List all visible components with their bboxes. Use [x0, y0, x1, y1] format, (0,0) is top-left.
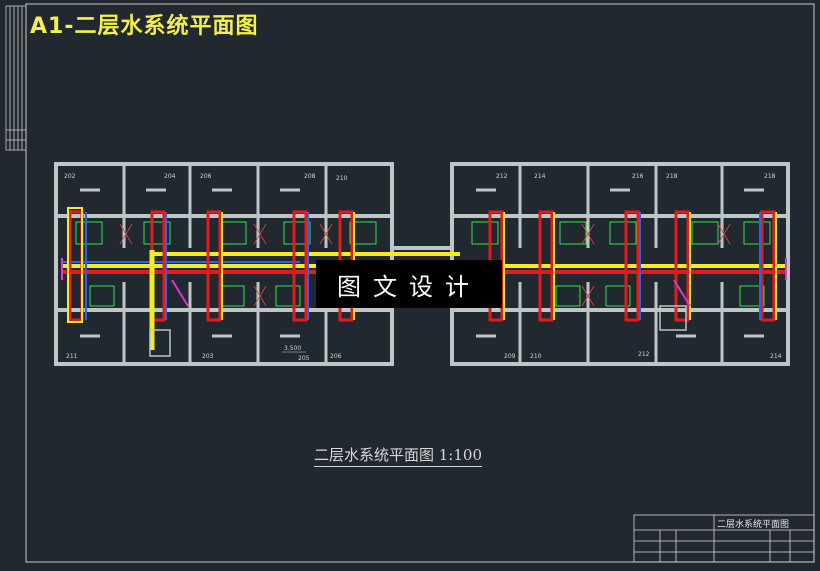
room-label: 202	[64, 173, 76, 180]
shaft-markers	[119, 223, 731, 307]
room-label: 216	[632, 173, 644, 180]
room-label: 218	[666, 173, 678, 180]
room-label: 206	[330, 353, 342, 360]
room-label: 218	[764, 173, 776, 180]
room-label: 214	[534, 173, 546, 180]
room-label: 208	[304, 173, 316, 180]
drawing-title: A1-二层水系统平面图	[30, 14, 259, 39]
stairs	[149, 305, 687, 357]
riser-loops	[67, 207, 777, 350]
watermark-label: 图文设计	[316, 260, 502, 308]
room-label: 210	[530, 353, 542, 360]
room-label: 205	[298, 355, 310, 362]
binding-strip	[5, 5, 27, 151]
title-block	[633, 514, 815, 563]
room-label: 212	[638, 351, 650, 358]
room-label: 209	[504, 353, 516, 360]
room-label: 203	[202, 353, 214, 360]
wall-stubs	[80, 188, 764, 338]
room-label: 210	[336, 175, 348, 182]
room-labels-top: 202 204 206 208 210 212 214 216 218 218	[64, 173, 776, 182]
room-label: 206	[200, 173, 212, 180]
sheet-border	[25, 3, 815, 563]
title-block-name: 二层水系统平面图	[717, 520, 790, 530]
room-label: 214	[770, 353, 782, 360]
room-label: 204	[164, 173, 176, 180]
plan-caption: 二层水系统平面图 1:100	[314, 444, 482, 467]
room-label: 211	[66, 353, 78, 360]
room-label: 212	[496, 173, 508, 180]
elevation-mark: 3.500	[284, 345, 301, 352]
magenta-markers	[61, 258, 787, 307]
room-labels-bottom: 211 203 205 206 209 210 212 214	[66, 351, 782, 362]
